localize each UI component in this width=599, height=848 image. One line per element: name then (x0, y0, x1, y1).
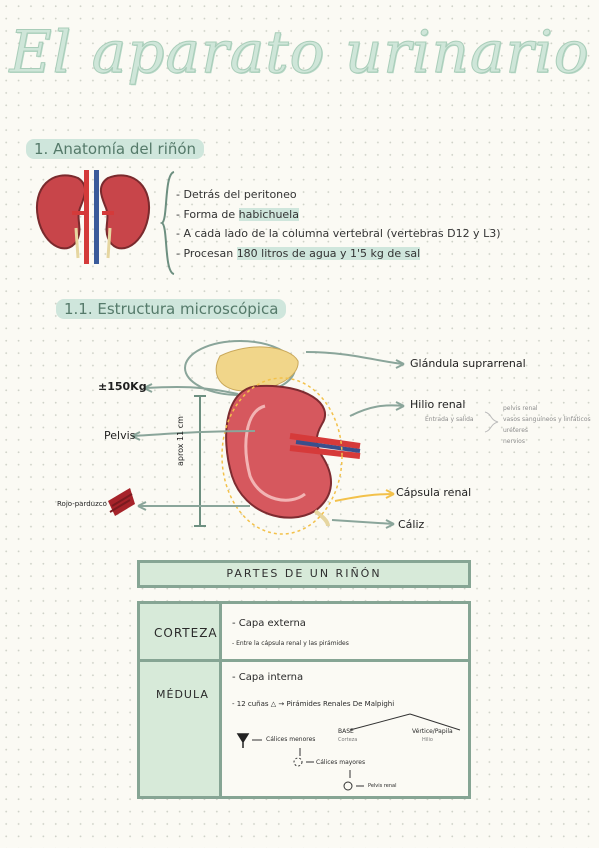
row-label-cell (140, 662, 222, 796)
section-heading-text: 1. Anatomía del riñón (26, 139, 205, 159)
cortex-line: - Entre la cápsula renal y las pirámides (232, 640, 349, 647)
label-calyx: Cáliz (398, 518, 425, 531)
page-title: El aparato urinario (9, 18, 590, 87)
minor-calyces: Cálices menores (266, 736, 316, 743)
list-bracket (160, 171, 175, 275)
row-name-medulla: MÉDULA (156, 688, 209, 701)
table-title: PARTES DE UN RIÑÓN (137, 560, 471, 588)
cortex-line: - Capa externa (232, 618, 306, 629)
bullet-item: Procesan 180 litros de agua y 1'5 kg de … (176, 244, 501, 264)
base-sub: Corteza (338, 737, 358, 743)
apex-label: Vértice/Papila (412, 728, 453, 735)
row-label-cell (140, 604, 222, 659)
bullet-item: Detrás del peritoneo (176, 185, 501, 205)
bullet-item: Forma de habichuela (176, 205, 501, 225)
section-heading-text: 1.1. Estructura microscópica (56, 299, 287, 319)
kidneys-illustration (35, 170, 151, 264)
row-name-cortex: CORTEZA (154, 626, 218, 640)
anatomy-bullets: Detrás del peritoneo Forma de habichuela… (176, 185, 501, 263)
row-divider (140, 659, 468, 662)
medulla-line: - 12 cuñas △ → Pirámides Renales De Malp… (232, 700, 395, 708)
label-pelvis: Pelvis (104, 429, 136, 442)
label-length: aprox 11 cm (176, 416, 185, 466)
medulla-line: - Capa interna (232, 672, 304, 683)
renal-pelvis: Pelvis renal (368, 783, 397, 789)
medulla-diagram (236, 713, 461, 791)
label-color: Rojo-parduzco (57, 500, 107, 508)
label-adrenal-gland: Glándula suprarrenal (410, 357, 526, 370)
kidney-parts-table: CORTEZA - Capa externa - Entre la cápsul… (137, 601, 471, 799)
label-renal-capsule: Cápsula renal (396, 486, 472, 499)
section-heading-microscopic: 1.1. Estructura microscópica (56, 299, 287, 319)
hilum-item: pelvis renal (503, 405, 538, 412)
hilum-item: uréteres (503, 427, 529, 434)
hilum-item: vasos sanguíneos y linfáticos (503, 416, 591, 423)
hilum-item: nervios (503, 438, 525, 445)
label-weight: ±150Kg (98, 380, 147, 393)
major-calyces: Cálices mayores (316, 759, 366, 766)
label-hilum: Hilio renal (410, 398, 466, 411)
bullet-item: A cada lado de la columna vertebral (ver… (176, 224, 500, 244)
kidney-section-diagram (108, 340, 499, 535)
section-heading-anatomy: 1. Anatomía del riñón (26, 139, 205, 159)
base-label: BASE (338, 728, 354, 735)
apex-sub: Hilio (422, 737, 433, 743)
label-hilum-sub: Entrada y salida (425, 416, 474, 423)
